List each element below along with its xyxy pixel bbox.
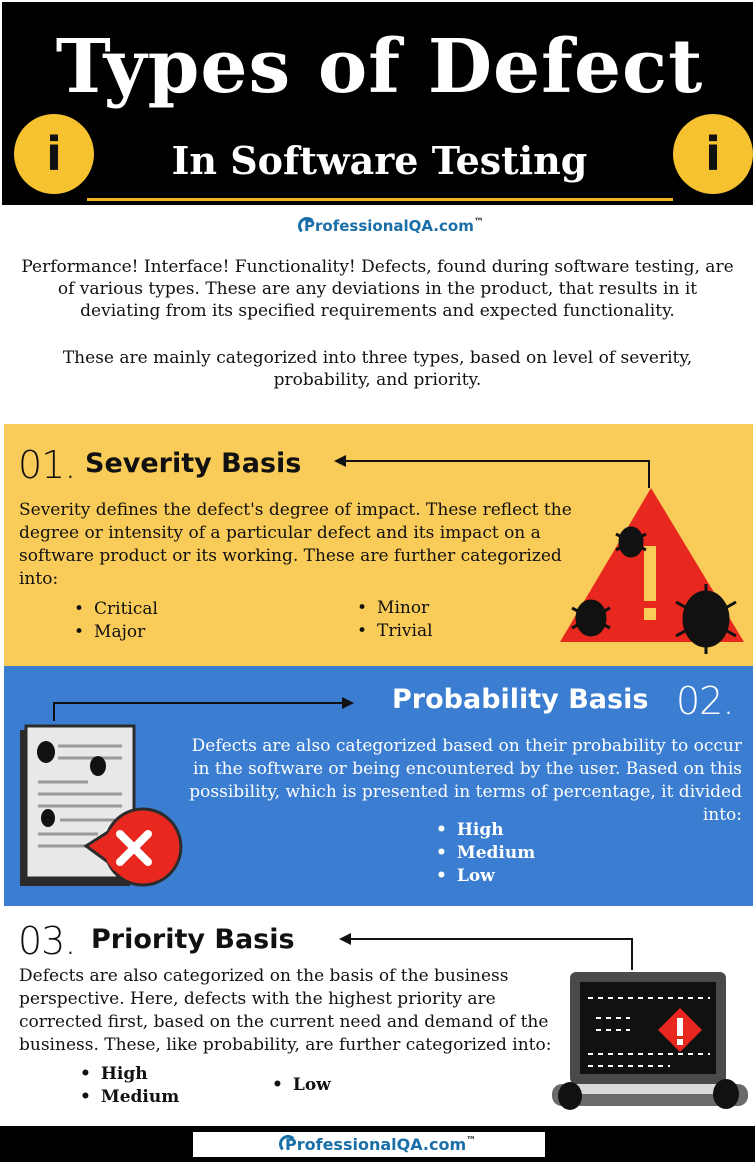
list-item: Minor [357,597,433,620]
info-icon-right: i [673,114,753,194]
section-description: Defects are also categorized based on th… [189,736,742,825]
page-subtitle: In Software Testing [171,138,588,183]
section-description: Severity defines the defect's degree of … [19,500,572,589]
section-title: Severity Basis [85,448,302,479]
list-item: High [80,1063,179,1086]
priority-list-right: Low [272,1074,331,1097]
severity-arrow-connector [334,455,650,488]
list-item: High [436,819,535,842]
header-banner: i i Types of Defect In Software Testing [0,0,755,207]
logo-swoosh-icon [279,1135,297,1153]
list-item: Low [272,1074,331,1097]
priority-section: 03. Priority Basis Defects are also cate… [4,906,753,1126]
logo-tm: ™ [473,217,484,228]
list-item: Trivial [357,620,433,643]
logo-accent-text: QA [396,1135,423,1154]
probability-section: Probability Basis 02. Defects are also c… [4,666,753,906]
logo-swoosh-icon [298,217,316,235]
section-title: Priority Basis [91,924,295,955]
laptop-error-bugs-icon [552,972,748,1110]
list-item: Medium [436,842,535,865]
severity-list-right: Minor Trivial [357,597,433,643]
list-item: Low [436,865,535,888]
page-title: Types of Defect [55,24,704,110]
section-number: 02. [676,679,734,723]
logo-brand-text: Professional [304,217,409,235]
logo-brand-text: Professional [285,1135,397,1154]
logo-accent-text: QA [408,217,434,235]
warning-triangle-bugs-icon [560,488,744,654]
list-item: Critical [74,598,158,621]
info-icon-left: i [14,114,94,194]
intro-paragraph-2: These are mainly categorized into three … [62,348,693,390]
logo-suffix-text: .com [433,217,474,235]
section-description: Defects are also categorized on the basi… [19,966,552,1055]
severity-section: 01. Severity Basis Severity defines the … [4,424,753,666]
title-underline [87,198,673,201]
section-number: 03. [18,919,76,963]
section-title: Probability Basis [392,684,649,715]
logo-suffix-text: .com [422,1135,467,1154]
section-number: 01. [18,443,76,487]
list-item: Medium [80,1086,179,1109]
footer-bar: ProfessionalQA.com™ [0,1126,755,1162]
severity-list-left: Critical Major [74,598,158,644]
logo-tm: ™ [466,1135,477,1147]
probability-list: High Medium Low [436,819,535,888]
probability-arrow-connector [53,697,354,721]
intro-paragraph-1: Performance! Interface! Functionality! D… [21,257,734,321]
bug-report-document-icon [20,724,183,887]
brand-logo-footer[interactable]: ProfessionalQA.com™ [279,1135,477,1154]
priority-arrow-connector [339,933,633,970]
priority-list-left: High Medium [80,1063,179,1109]
brand-logo-top[interactable]: ProfessionalQA.com™ [298,217,484,235]
footer-logo-panel: ProfessionalQA.com™ [193,1132,545,1157]
list-item: Major [74,621,158,644]
